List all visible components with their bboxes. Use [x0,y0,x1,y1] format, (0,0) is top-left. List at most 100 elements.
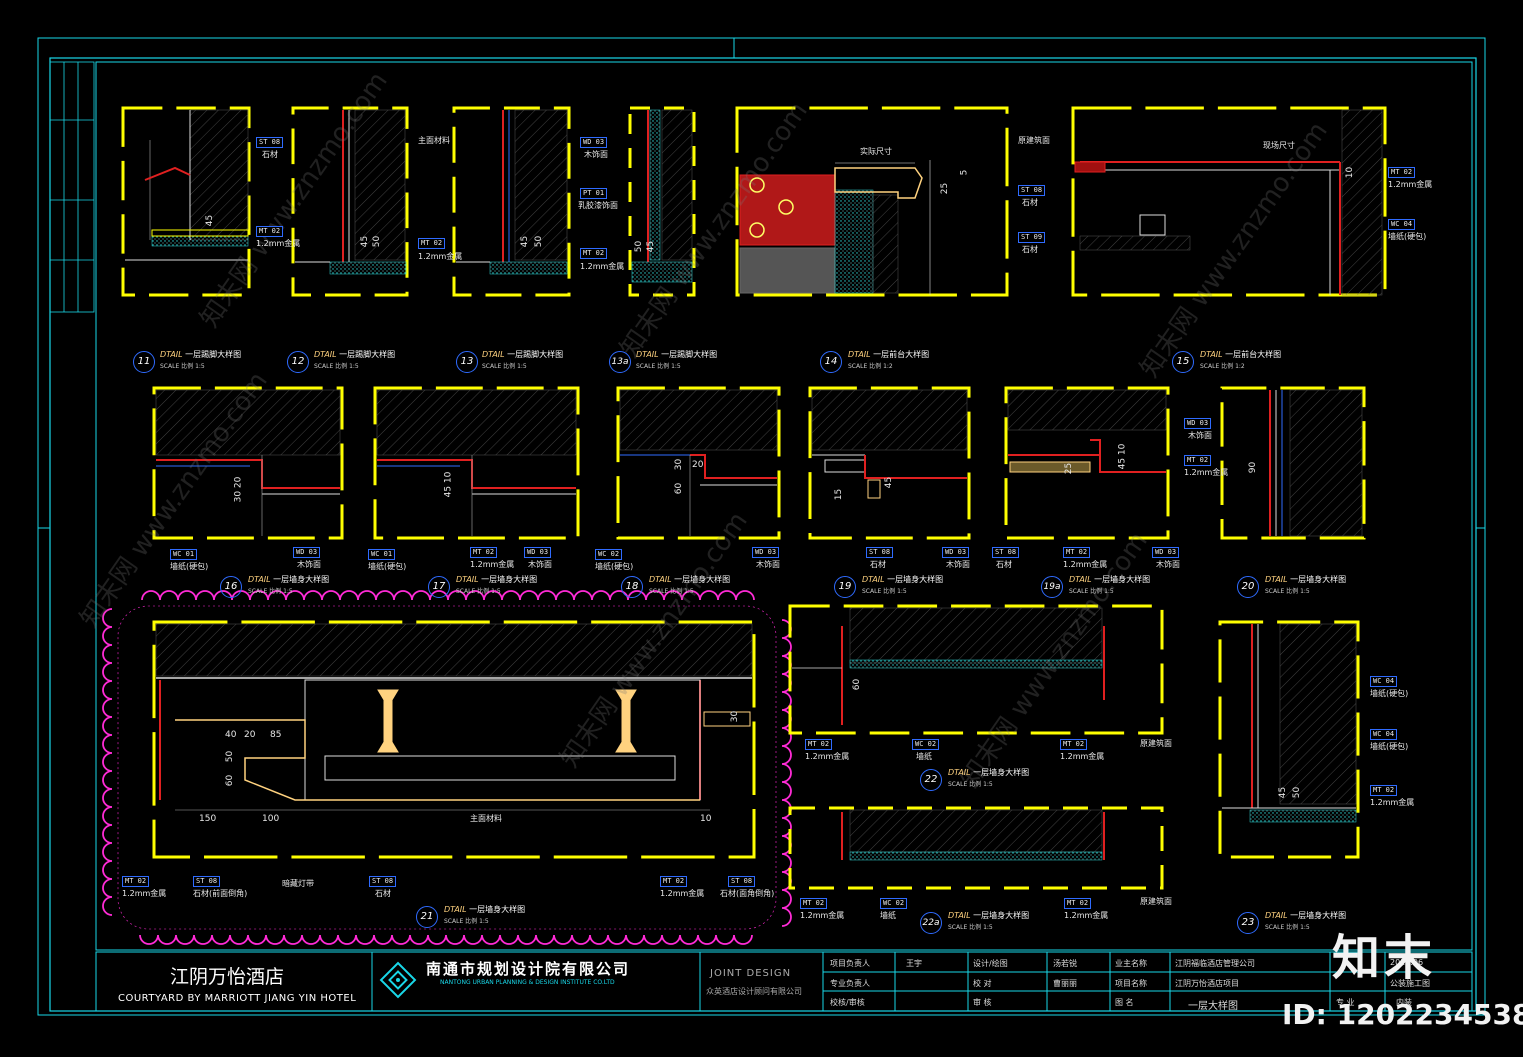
drawing-border [95,61,1473,951]
material-note: 石材 [262,150,278,159]
tb-designer-name: 王宇 [906,959,922,968]
brand-logo: 知末 [1332,930,1437,986]
detail-panel-22 [788,604,1164,735]
dimension: 100 [262,814,280,824]
hotel-name-en: COURTYARD BY MARRIOTT JIANG YIN HOTEL [118,993,357,1004]
material-note: 主面材料 [470,814,502,823]
institute-logo-icon [379,961,417,999]
tb-discipline-value: 内装 [1396,998,1412,1007]
material-tag: PT 01 [580,188,608,199]
detail-panel-12 [291,106,409,297]
material-note: 石材 [375,889,391,898]
material-tag: ST 08 [866,547,894,558]
material-tag: WD 03 [942,547,970,558]
dimension: 50 [1292,786,1303,799]
tb-project-value: 江阴万怡酒店项目 [1175,979,1239,988]
detail-number: 22a [920,912,942,934]
detail-number: 19a [1041,576,1063,598]
detail-panel-14 [735,106,1009,297]
material-note: 1.2mm金属 [1388,180,1433,189]
material-note: 木饰面 [297,560,321,569]
dimension: 50 [534,235,545,248]
detail-number: 15 [1172,351,1194,373]
material-tag: WD 03 [752,547,780,558]
dimension: 50 [225,750,236,763]
material-tag: WD 03 [293,547,321,558]
material-note: 现场尺寸 [1263,141,1295,150]
detail-panel-11 [121,106,251,297]
material-note: 原建筑面 [1140,739,1172,748]
tb-date: 2019.06 [1390,958,1424,967]
dimension: 30 [730,710,741,723]
tb-project-label: 项目名称 [1115,979,1147,988]
revision-strip [49,61,95,313]
dimension: 85 [270,730,282,740]
material-tag: WC 04 [1370,676,1398,687]
detail-number: 12 [287,351,309,373]
material-note: 实际尺寸 [860,147,892,156]
material-tag: MT 02 [805,739,833,750]
material-note: 墙纸(硬包) [1370,689,1409,698]
institute-name-cn: 南通市规划设计院有限公司 [426,960,631,978]
dimension: 25 [1064,462,1075,475]
detail-panel-19a [1004,386,1170,540]
material-tag: WD 03 [1152,547,1180,558]
material-note: 石材(面角倒角) [720,889,775,898]
material-note: 墙纸 [916,752,932,761]
detail-panel-19 [808,386,971,540]
dimension: 60 [225,774,236,787]
material-note: 木饰面 [946,560,970,569]
dimension: 45 [205,214,216,227]
material-note: 木饰面 [528,560,552,569]
material-note: 木饰面 [584,150,608,159]
dimension: 10 [700,814,712,824]
detail-panel-13 [452,106,571,297]
detail-number: 20 [1237,576,1259,598]
material-tag: MT 02 [1060,739,1088,750]
detail-number: 19 [834,576,856,598]
dimension: 25 [940,182,951,195]
material-tag: MT 02 [470,547,498,558]
material-note: 1.2mm金属 [660,889,705,898]
tb-design-name: 汤若锐 [1053,959,1077,968]
material-tag: ST 08 [992,547,1020,558]
material-note: 石材(前面倒角) [193,889,248,898]
dimension: 150 [199,814,217,824]
material-tag: WC 02 [912,739,940,750]
tb-review-label: 审 核 [973,998,992,1007]
dimension: 45 [520,235,531,248]
material-tag: WD 03 [580,137,608,148]
material-tag: WC 01 [170,549,198,560]
material-tag: MT 02 [1064,898,1092,909]
material-tag: ST 08 [728,876,756,887]
dimension: 20 [692,460,704,470]
material-note: 1.2mm金属 [1184,468,1229,477]
material-note: 墙纸(硬包) [1388,232,1427,241]
material-tag: WD 03 [524,547,552,558]
dimension: 20 [244,730,256,740]
dimension: 45 [884,476,895,489]
detail-panel-17 [373,386,580,540]
material-note: 墙纸(硬包) [1370,742,1409,751]
detail-number: 13 [456,351,478,373]
title-block-grid [95,951,1473,1012]
detail-number: 13a [609,351,631,373]
tb-stage: 公装施工图 [1390,979,1430,988]
material-tag: WC 04 [1388,219,1416,230]
material-note: 暗藏灯带 [282,879,314,888]
material-note: 1.2mm金属 [1064,911,1109,920]
material-tag: MT 02 [122,876,150,887]
detail-panel-22a [788,806,1164,890]
material-note: 1.2mm金属 [1063,560,1108,569]
detail-number: 18 [621,576,643,598]
detail-number: 21 [416,906,438,928]
material-note: 石材 [996,560,1012,569]
